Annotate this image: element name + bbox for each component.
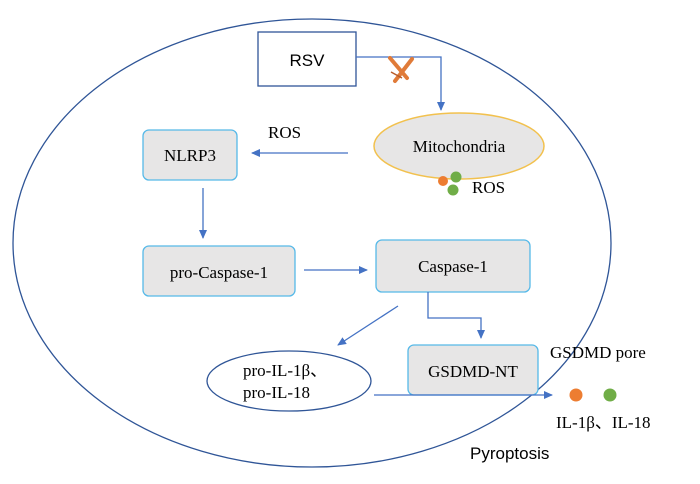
pro-caspase-label: pro-Caspase-1: [170, 263, 268, 282]
nlrp3-node: [142, 129, 238, 181]
pro-caspase-node: [142, 245, 296, 297]
cell-membrane: [12, 18, 612, 468]
pro-il-label-line2: pro-IL-18: [243, 383, 310, 402]
pro-il-label-line1: pro-IL-1β、: [243, 361, 327, 380]
il-18-dot: [603, 388, 617, 402]
ros-dot-green-lower: [447, 184, 459, 196]
pyroptosis-label: Pyroptosis: [470, 444, 549, 463]
ros-arrow-label: ROS: [268, 123, 301, 142]
il-release-label: IL-1β、IL-18: [556, 413, 651, 432]
pro-il-node: [206, 350, 372, 412]
inhibition-mark: [388, 56, 414, 83]
ros-mito-label: ROS: [472, 178, 505, 197]
il-1b-dot: [569, 388, 583, 402]
caspase-node: [375, 239, 531, 293]
mitochondria-label: Mitochondria: [413, 137, 506, 156]
gsdmd-nt-label: GSDMD-NT: [428, 362, 518, 381]
gsdmd-pore-label: GSDMD pore: [550, 343, 646, 362]
ros-dot-orange: [438, 176, 448, 186]
rsv-box: [257, 31, 357, 87]
rsv-label: RSV: [290, 51, 326, 70]
arrow-caspase-to-gsdmd: [427, 292, 485, 339]
nlrp3-label: NLRP3: [164, 146, 216, 165]
arrow-rsv-to-mitochondria: [356, 56, 445, 111]
ros-dot-green-upper: [450, 171, 462, 183]
caspase-label: Caspase-1: [418, 257, 488, 276]
arrow-caspase-to-pro-il: [337, 305, 399, 346]
